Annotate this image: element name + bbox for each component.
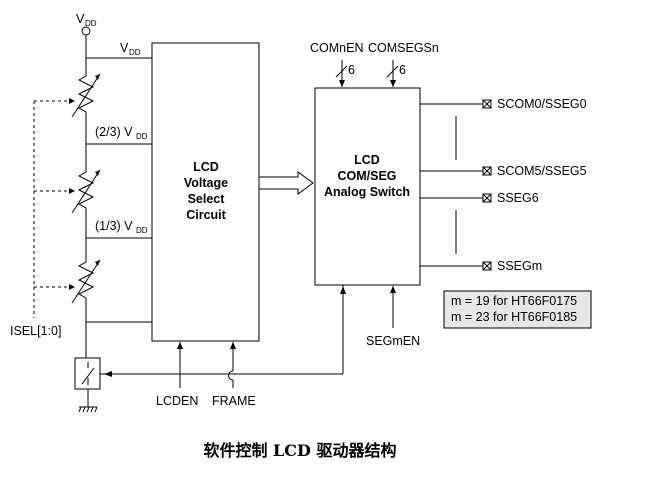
resistor-bottom xyxy=(71,255,101,305)
switch-feedback-line xyxy=(104,278,346,377)
lcden-signal: LCDEN xyxy=(156,342,198,408)
one-third-vdd-label: (1/3) V xyxy=(95,219,133,233)
output-sseg6: SSEG6 xyxy=(420,191,539,205)
comsegsn-label: COMSEGSn xyxy=(368,41,439,55)
switch-block-line1: LCD xyxy=(354,153,380,167)
ground-switch xyxy=(74,357,104,407)
one-third-vdd-subscript: DD xyxy=(136,226,148,235)
bus-arrow xyxy=(258,171,314,195)
diagram-caption: 软件控制 LCD 驱动器结构 xyxy=(203,441,396,460)
output-scom5: SCOM5/SSEG5 xyxy=(420,164,587,178)
comnen-width: 6 xyxy=(348,63,355,77)
comnen-label: COMnEN xyxy=(310,41,363,55)
switch-block-line2: COM/SEG xyxy=(337,169,396,183)
vdd-supply-terminal: V DD xyxy=(76,12,97,58)
output-label-0: SCOM0/SSEG0 xyxy=(497,97,587,111)
frame-signal: FRAME xyxy=(212,342,256,408)
resistor-ladder: V DD (2/3) V DD (1/3) V DD xyxy=(71,41,152,358)
note-line1: m = 19 for HT66F0175 xyxy=(451,294,577,308)
isel-label: ISEL[1:0] xyxy=(10,324,61,338)
vdd-label: V xyxy=(76,12,85,26)
vdd-subscript: DD xyxy=(85,19,97,28)
comsegsn-width: 6 xyxy=(399,63,406,77)
vdd-tap-label: V xyxy=(120,41,129,55)
voltage-block-line1: LCD xyxy=(193,160,219,174)
ground-icon xyxy=(78,406,98,413)
switch-block-line3: Analog Switch xyxy=(324,185,410,199)
two-thirds-vdd-subscript: DD xyxy=(136,132,148,141)
vdd-tap-subscript: DD xyxy=(129,48,141,57)
analog-switch-block: LCD COM/SEG Analog Switch xyxy=(314,87,421,286)
lcden-label: LCDEN xyxy=(156,394,198,408)
resistor-middle xyxy=(71,165,101,215)
voltage-block-line3: Select xyxy=(188,192,226,206)
voltage-block-line2: Voltage xyxy=(184,176,228,190)
output-ssegm: SSEGm xyxy=(420,259,542,273)
voltage-select-block: LCD Voltage Select Circuit xyxy=(151,42,260,342)
segmen-label: SEGmEN xyxy=(366,334,420,348)
isel-control: ISEL[1:0] xyxy=(10,98,75,338)
comnen-bus: COMnEN 6 xyxy=(310,41,363,87)
frame-label: FRAME xyxy=(212,394,256,408)
resistor-top xyxy=(71,69,101,119)
voltage-block-line4: Circuit xyxy=(186,208,226,222)
two-thirds-vdd-label: (2/3) V xyxy=(95,125,133,139)
output-label-3: SSEGm xyxy=(497,259,542,273)
output-label-1: SCOM5/SSEG5 xyxy=(497,164,587,178)
output-scom0: SCOM0/SSEG0 xyxy=(420,97,587,111)
segmen-signal: SEGmEN xyxy=(366,286,420,348)
device-note: m = 19 for HT66F0175 m = 23 for HT66F018… xyxy=(443,290,592,329)
note-line2: m = 23 for HT66F0185 xyxy=(451,310,577,324)
output-label-2: SSEG6 xyxy=(497,191,539,205)
comsegsn-bus: COMSEGSn 6 xyxy=(368,41,439,87)
